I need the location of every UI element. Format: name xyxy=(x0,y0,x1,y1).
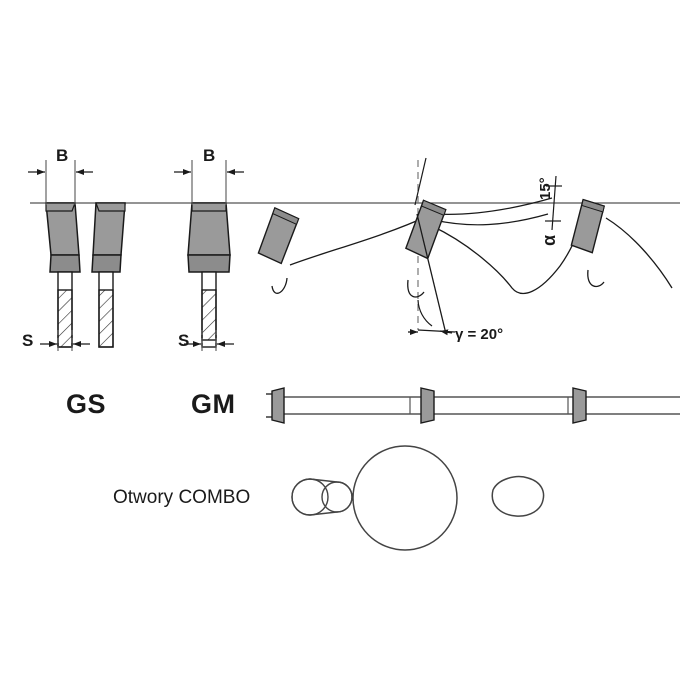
blade-body-section-hatch xyxy=(98,289,114,348)
braze-seat xyxy=(91,254,122,273)
tip-bevel xyxy=(191,202,227,212)
tip-bevel xyxy=(95,202,126,212)
dimension-label-b-left: B xyxy=(56,146,69,165)
gullet-curve xyxy=(271,277,288,294)
radius-construction-line xyxy=(414,157,427,206)
gamma-arrow xyxy=(439,329,453,336)
blade-body-section-hatch xyxy=(201,289,217,341)
gullet-curve xyxy=(587,269,605,288)
gs-front-view xyxy=(28,160,680,352)
gamma-baseline xyxy=(417,329,456,333)
gm-tooth-1 xyxy=(187,202,231,348)
combo-holes-group xyxy=(291,445,545,551)
dimension-label-s-right: S xyxy=(178,331,190,350)
gs-tooth-2 xyxy=(91,202,126,348)
clearance-angle-line-2 xyxy=(433,213,549,226)
profile-tooth-1 xyxy=(257,206,300,265)
gamma-arc xyxy=(417,299,433,327)
gullet-curve xyxy=(407,279,425,298)
gm-front-view xyxy=(174,160,244,352)
edge-tooth-1 xyxy=(266,387,285,424)
combo-center-bore xyxy=(352,445,458,551)
carbide-tip-edge xyxy=(420,387,435,424)
clearance-angle-value-label: 15° xyxy=(537,177,554,200)
edge-tooth-3 xyxy=(572,387,587,424)
edge-tooth-2 xyxy=(420,387,435,424)
dimension-b-right xyxy=(174,160,244,205)
tooth-profile-side-view xyxy=(257,157,673,336)
clearance-angle-symbol-label: α xyxy=(539,234,559,246)
tip-bevel xyxy=(272,207,300,226)
carbide-tip-edge xyxy=(572,387,587,424)
blade-body-section-hatch xyxy=(57,289,73,348)
tooth-type-label-gs: GS xyxy=(66,389,107,419)
tip-bevel xyxy=(421,199,447,217)
clearance-angle-line xyxy=(433,197,553,215)
tooth-back-curve xyxy=(605,217,673,289)
tooth-back-curve xyxy=(289,214,431,266)
gs-tooth-1 xyxy=(45,202,81,348)
tip-bevel xyxy=(581,198,605,213)
profile-tooth-3 xyxy=(570,198,606,254)
tooth-back-curve xyxy=(431,225,579,295)
braze-seat xyxy=(49,254,81,273)
blade-edge-profile-strip xyxy=(266,387,680,424)
tip-bevel xyxy=(45,202,76,212)
combo-hole-envelope xyxy=(291,478,353,516)
braze-seat xyxy=(187,254,231,273)
carbide-tip-edge xyxy=(271,387,285,424)
hook-angle-label: γ = 20° xyxy=(455,326,504,343)
dimension-label-s-left: S xyxy=(22,331,34,350)
dimension-s-left xyxy=(40,330,90,352)
combo-hole-slot-right xyxy=(491,475,545,517)
dimension-s-right xyxy=(184,330,234,352)
gamma-angle-line xyxy=(416,213,447,335)
dimension-label-b-right: B xyxy=(203,146,216,165)
tooth-type-label-gm: GM xyxy=(191,389,236,419)
dimension-b-left xyxy=(28,160,93,205)
combo-holes-caption: Otwory COMBO xyxy=(113,487,251,508)
